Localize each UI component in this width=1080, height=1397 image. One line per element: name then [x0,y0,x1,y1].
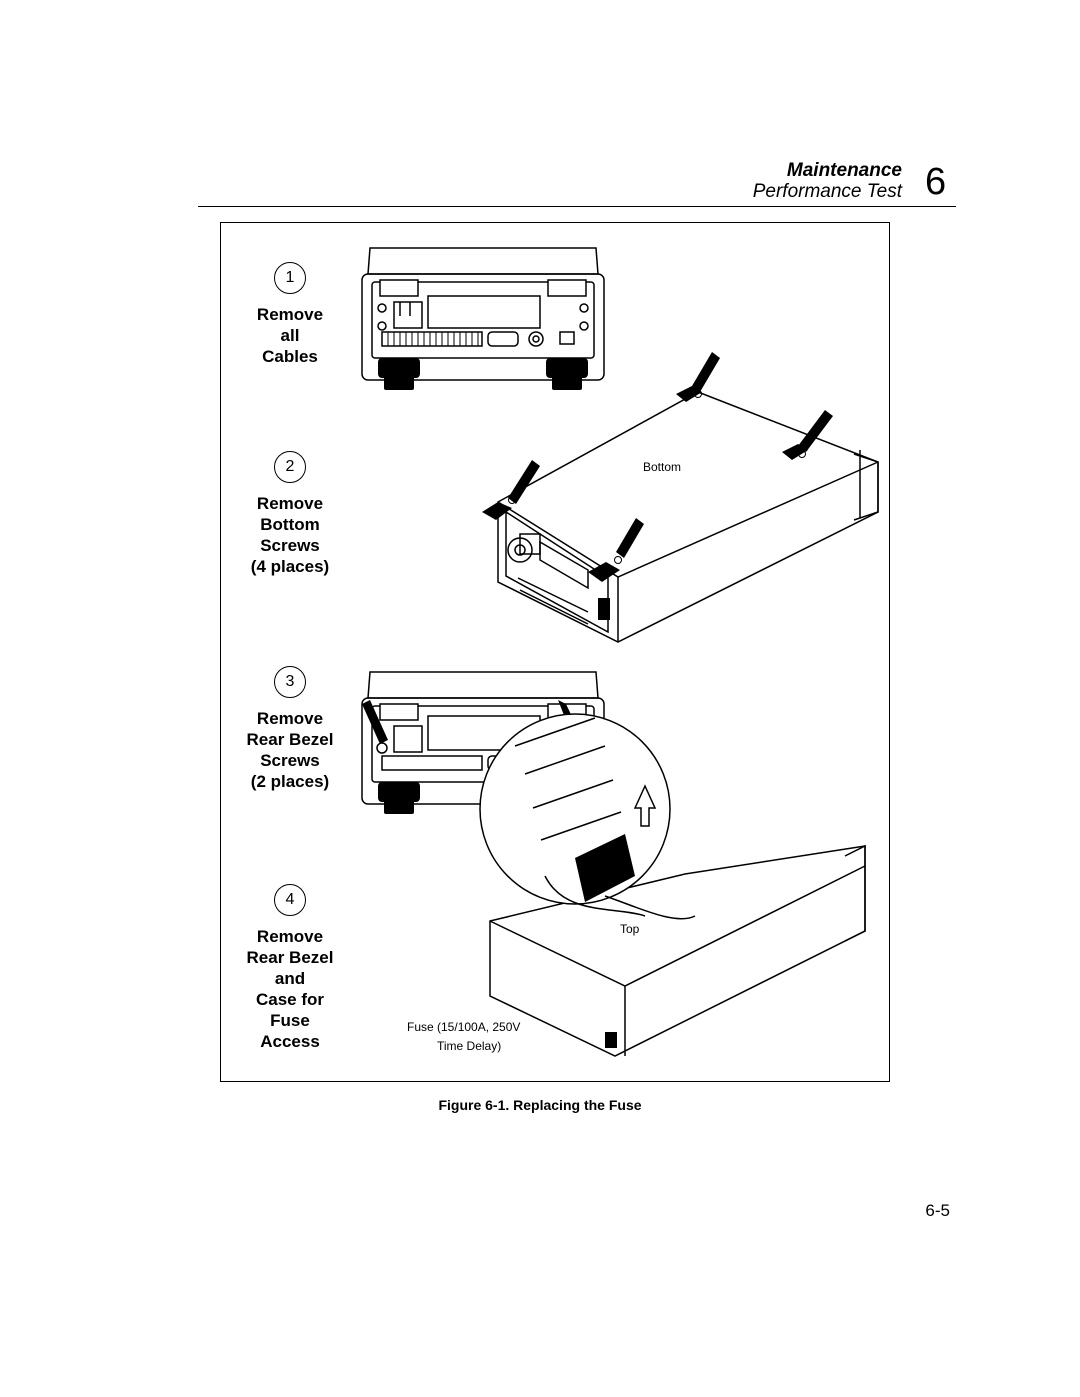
step-1-number: 1 [274,262,306,294]
step-1: 1 Remove all Cables [215,262,365,367]
step-3-text: Remove Rear Bezel Screws (2 places) [246,709,334,791]
section-title: Maintenance [786,160,902,181]
step-1-text: Remove all Cables [256,305,324,366]
rear-panel-illustration-1 [361,247,605,390]
step-4-number: 4 [274,884,306,916]
bottom-label: Bottom [643,460,682,474]
figure-frame [220,222,890,1082]
fuse-label-line-1: Fuse (15/100A, 250V [407,1020,521,1034]
fuse-access-illustration [479,713,866,1057]
figure-caption: Figure 6-1. Replacing the Fuse [438,1097,642,1113]
top-label: Top [620,922,640,936]
chapter-number: 6 [925,161,947,203]
page-number: 6-5 [925,1201,950,1220]
step-4: 4 Remove Rear Bezel and Case for Fuse Ac… [215,884,365,1052]
step-3-number: 3 [274,666,306,698]
step-3: 3 Remove Rear Bezel Screws (2 places) [215,666,365,792]
step-2-text: Remove Bottom Screws (4 places) [250,494,330,576]
step-2-number: 2 [274,451,306,483]
fuse-label-line-2: Time Delay) [437,1039,502,1053]
bottom-view-illustration [482,352,879,643]
subsection-title: Performance Test [752,181,902,202]
step-4-text: Remove Rear Bezel and Case for Fuse Acce… [246,927,334,1051]
step-2: 2 Remove Bottom Screws (4 places) [215,451,365,577]
header-rule [198,206,956,207]
